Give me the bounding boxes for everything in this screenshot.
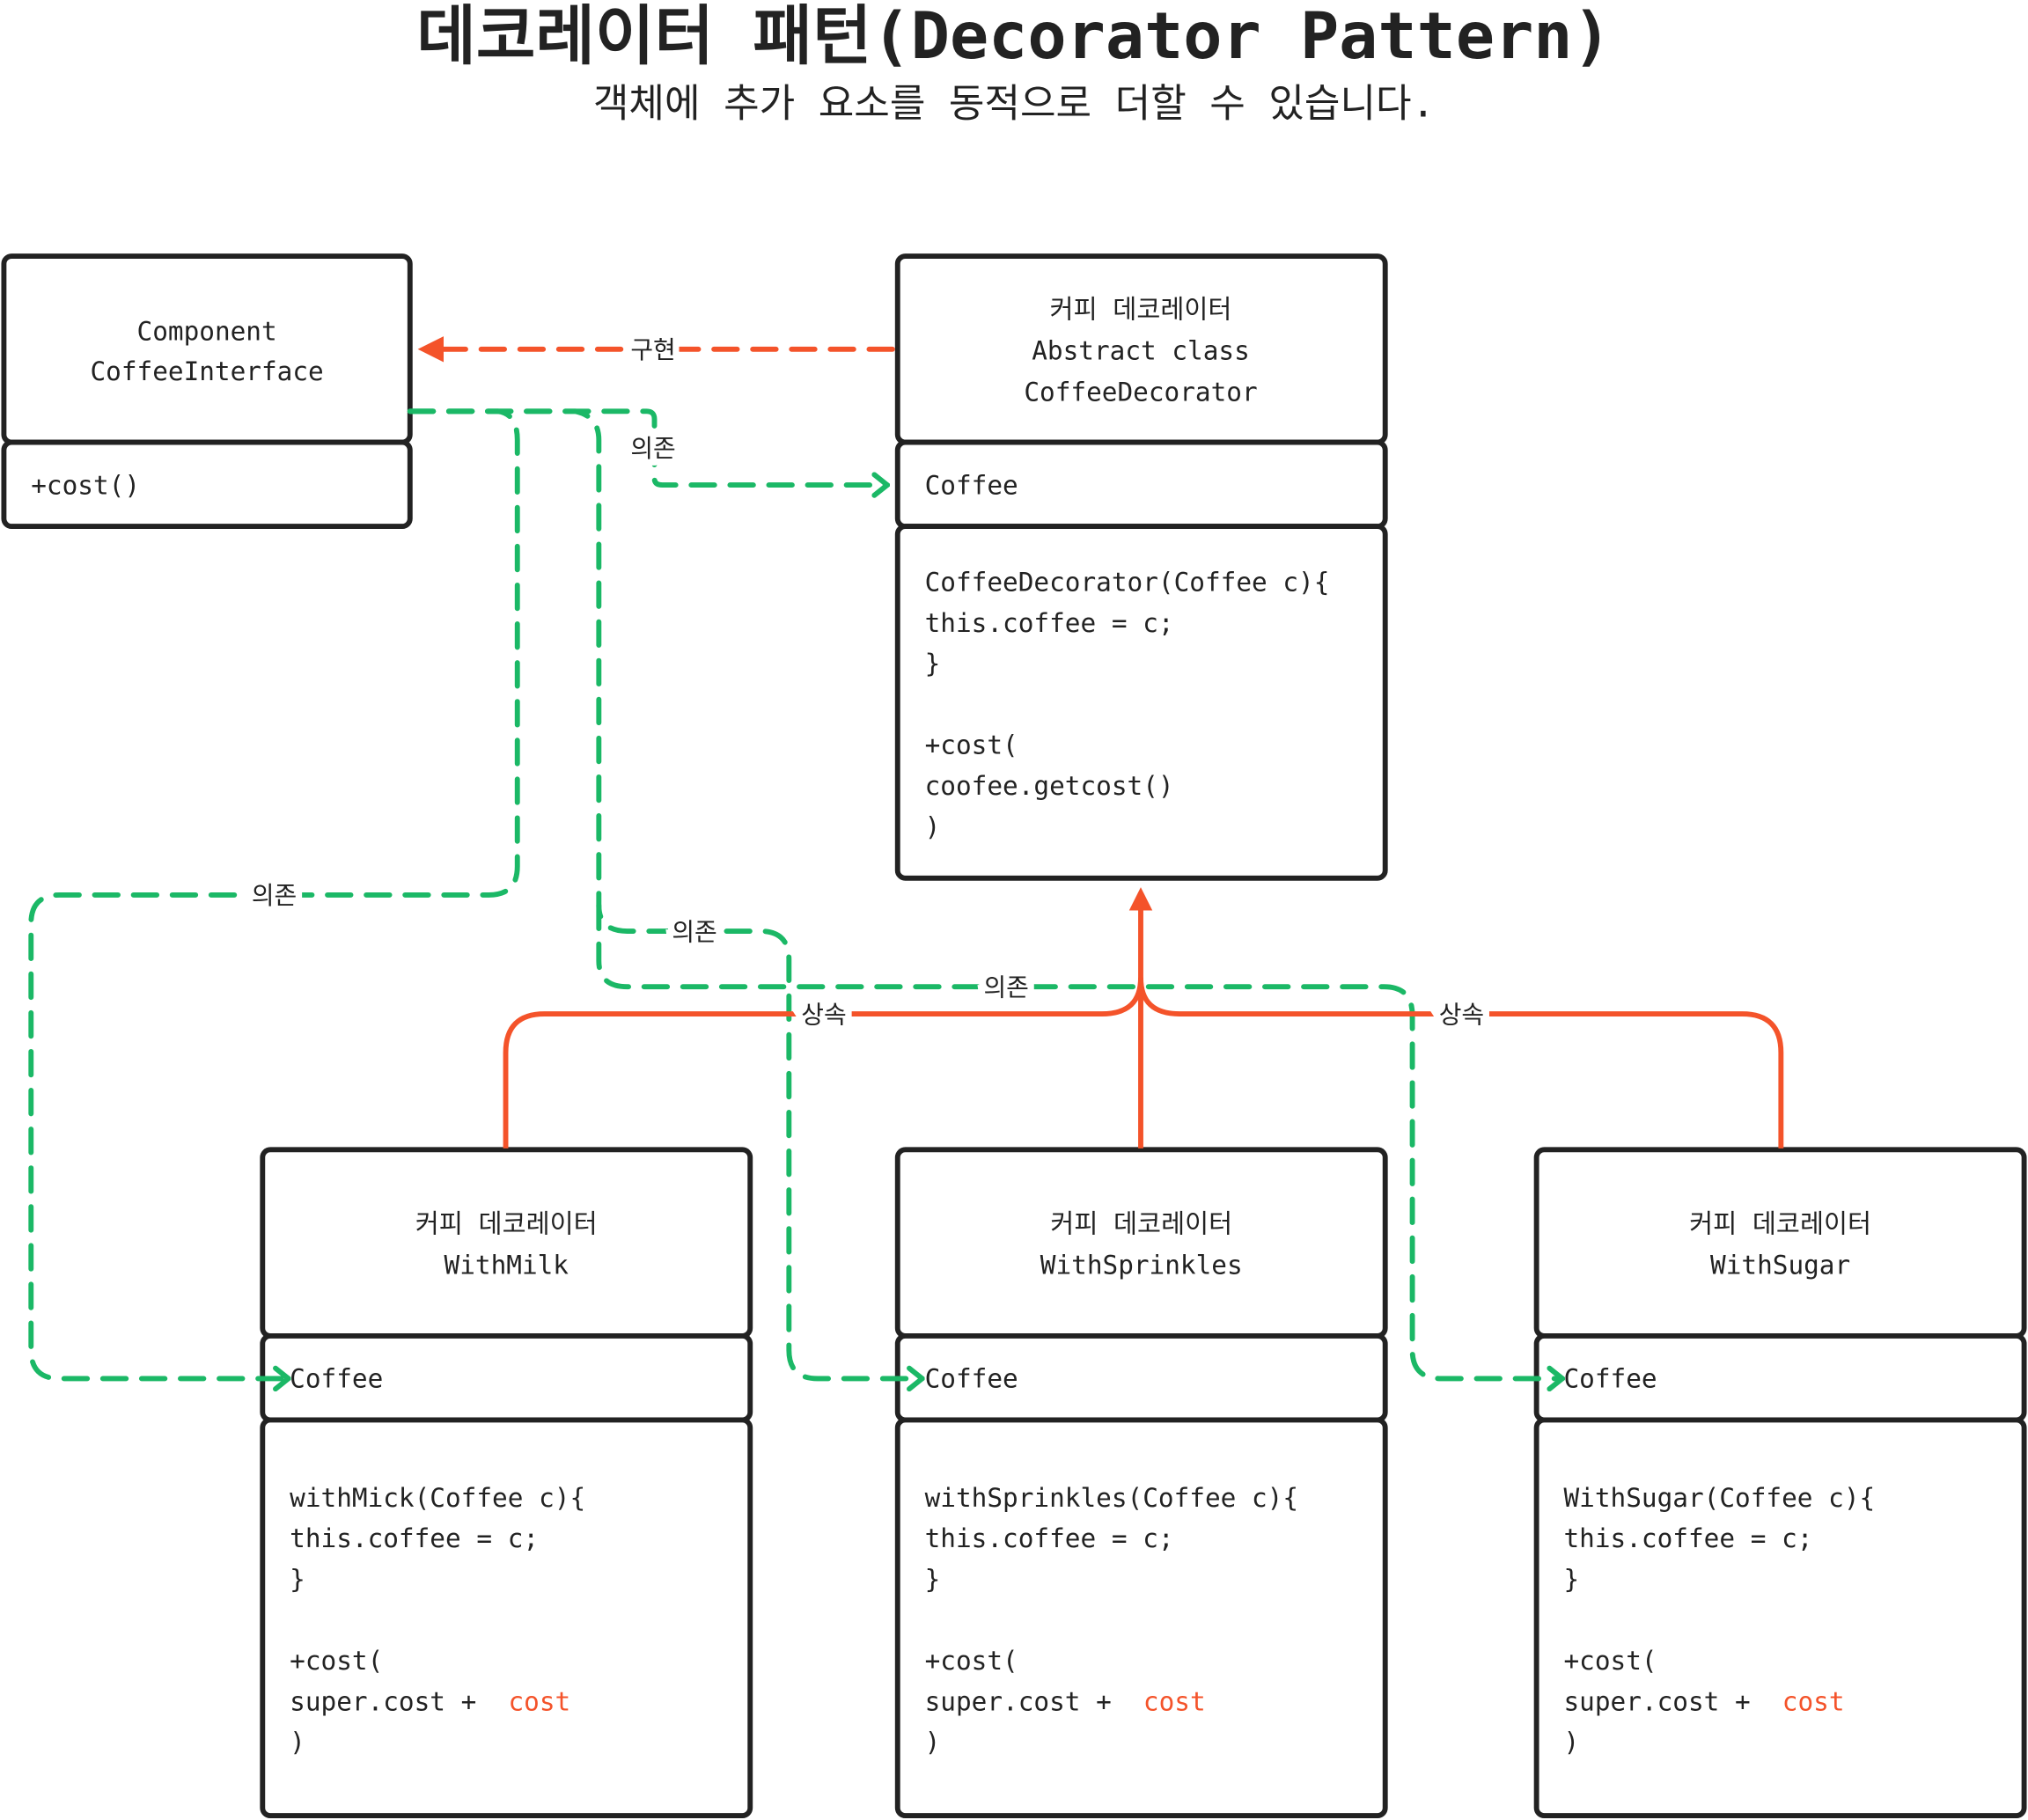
page-title: 데코레이터 패턴(Decorator Pattern) xyxy=(416,0,1611,74)
added-cost-text: cost xyxy=(508,1686,570,1716)
arrowhead-icon xyxy=(417,336,444,363)
class-name: CoffeeDecorator xyxy=(1024,378,1257,407)
code-line: } xyxy=(290,1564,305,1594)
edge-label: 상속 xyxy=(1439,1000,1484,1029)
edge-label: 의존 xyxy=(630,434,675,463)
added-cost-text: cost xyxy=(1143,1686,1206,1716)
class-label: 커피 데코레이터 xyxy=(1689,1208,1871,1238)
edge-label: 의존 xyxy=(984,972,1029,1002)
class-field: Coffee xyxy=(925,470,1018,500)
code-line: } xyxy=(925,649,941,679)
class-stereotype: Abstract class xyxy=(1032,336,1250,366)
code-line: ) xyxy=(925,811,941,841)
class-field: Coffee xyxy=(1563,1364,1657,1394)
code-line: withSprinkles(Coffee c){ xyxy=(925,1483,1298,1513)
class-name: WithMilk xyxy=(445,1250,569,1280)
class-label: 커피 데코레이터 xyxy=(1050,1208,1232,1238)
edge-label: 의존 xyxy=(672,917,716,946)
added-cost-text: cost xyxy=(1782,1686,1845,1716)
class-field: Coffee xyxy=(925,1364,1018,1394)
code-line: +cost( xyxy=(925,1646,1018,1676)
code-line: ) xyxy=(925,1728,941,1758)
code-line: this.coffee = c; xyxy=(1563,1523,1812,1553)
code-line: +cost( xyxy=(925,730,1018,760)
code-line: WithSugar(Coffee c){ xyxy=(1563,1483,1875,1513)
edge-label: 구현 xyxy=(630,335,675,364)
edge-label: 의존 xyxy=(252,881,297,910)
concrete-decorator-class[interactable]: 커피 데코레이터 WithSugarCoffeeWithSugar(Coffee … xyxy=(1533,1147,2027,1819)
code-line: CoffeeDecorator(Coffee c){ xyxy=(925,568,1330,598)
code-line: this.coffee = c; xyxy=(925,1523,1174,1553)
code-line: this.coffee = c; xyxy=(925,608,1174,638)
code-line: withMick(Coffee c){ xyxy=(290,1483,585,1513)
component-class[interactable]: Component CoffeeInterface +cost() xyxy=(1,253,413,530)
class-method: +cost() xyxy=(31,470,140,500)
code-line: super.cost + xyxy=(1563,1686,1750,1716)
code-line: coofee.getcost() xyxy=(925,771,1174,801)
class-name: WithSprinkles xyxy=(1040,1250,1243,1280)
implements-edge: 구현 xyxy=(417,329,895,371)
code-line: this.coffee = c; xyxy=(290,1523,539,1553)
inheritance-edges: 상속 상속 xyxy=(503,887,1784,1149)
code-line: +cost( xyxy=(1563,1646,1657,1676)
dependency-edges: 의존 의존 의존 의존 xyxy=(28,408,1565,1378)
code-line: +cost( xyxy=(290,1646,383,1676)
code-line: ) xyxy=(1563,1728,1579,1758)
code-line: super.cost + xyxy=(925,1686,1112,1716)
class-label: 커피 데코레이터 xyxy=(415,1208,598,1238)
class-name: CoffeeInterface xyxy=(90,356,323,386)
decorator-class[interactable]: 커피 데코레이터 Abstract class CoffeeDecorator … xyxy=(894,253,1388,881)
class-label: 커피 데코레이터 xyxy=(1050,295,1232,325)
class-field: Coffee xyxy=(290,1364,383,1394)
page-subtitle: 객체에 추가 요소를 동적으로 더할 수 있습니다. xyxy=(593,81,1435,126)
edge-label: 상속 xyxy=(801,1000,846,1029)
arrowhead-icon xyxy=(1128,887,1153,911)
code-line: super.cost + xyxy=(290,1686,476,1716)
code-line: } xyxy=(1563,1564,1579,1594)
class-stereotype: Component xyxy=(137,317,277,347)
code-line: ) xyxy=(290,1728,305,1758)
code-line: } xyxy=(925,1564,941,1594)
class-name: WithSugar xyxy=(1710,1250,1850,1280)
